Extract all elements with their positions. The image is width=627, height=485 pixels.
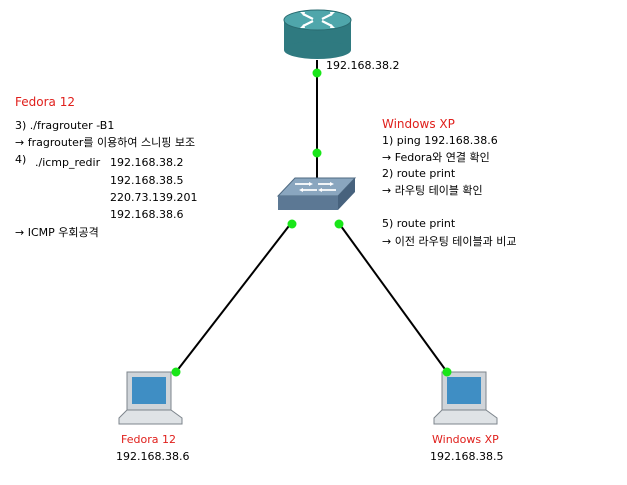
windows-note-line: 1) ping 192.168.38.6 bbox=[382, 134, 498, 147]
link-dot bbox=[442, 367, 452, 377]
windows-note-line: → Fedora와 연결 확인 bbox=[382, 151, 490, 164]
laptop-fedora-icon[interactable] bbox=[118, 371, 183, 425]
fedora-step4-arg: 192.168.38.2 bbox=[110, 156, 184, 169]
link-dot bbox=[334, 219, 344, 229]
windows-note-line: 5) route print bbox=[382, 217, 456, 230]
fedora-host-name: Fedora 12 bbox=[121, 433, 176, 446]
windows-notes-title: Windows XP bbox=[382, 117, 455, 131]
fedora-step4-label: 4) bbox=[15, 153, 27, 166]
switch-icon[interactable] bbox=[276, 177, 357, 210]
windows-host-ip: 192.168.38.5 bbox=[430, 450, 504, 463]
fedora-step4-arg: 220.73.139.201 bbox=[110, 191, 198, 204]
router-ip-label: 192.168.38.2 bbox=[326, 59, 400, 72]
link-switch-fedora bbox=[175, 221, 293, 373]
fedora-step3-note: → fragrouter를 이용하여 스니핑 보조 bbox=[15, 136, 196, 149]
fedora-step3: 3) ./fragrouter -B1 bbox=[15, 119, 115, 132]
link-dot bbox=[312, 148, 322, 158]
link-status-dots bbox=[171, 68, 452, 377]
link-dot bbox=[171, 367, 181, 377]
fedora-step4-arg: 192.168.38.5 bbox=[110, 174, 184, 187]
fedora-step4-cmd: ./icmp_redir bbox=[35, 156, 101, 169]
windows-note-line: → 이전 라우팅 테이블과 비교 bbox=[382, 235, 517, 248]
laptop-windows-icon[interactable] bbox=[433, 371, 498, 425]
link-switch-windows bbox=[337, 221, 448, 373]
fedora-host-ip: 192.168.38.6 bbox=[116, 450, 190, 463]
windows-host-name: Windows XP bbox=[432, 433, 499, 446]
fedora-step4-note: → ICMP 우회공격 bbox=[15, 226, 99, 239]
fedora-step4-arg: 192.168.38.6 bbox=[110, 208, 184, 221]
link-dot bbox=[287, 219, 297, 229]
link-dot bbox=[312, 68, 322, 78]
windows-note-line: → 라우팅 테이블 확인 bbox=[382, 184, 483, 197]
windows-note-line: 2) route print bbox=[382, 167, 456, 180]
fedora-notes-title: Fedora 12 bbox=[15, 95, 75, 109]
router-icon[interactable] bbox=[283, 9, 352, 59]
